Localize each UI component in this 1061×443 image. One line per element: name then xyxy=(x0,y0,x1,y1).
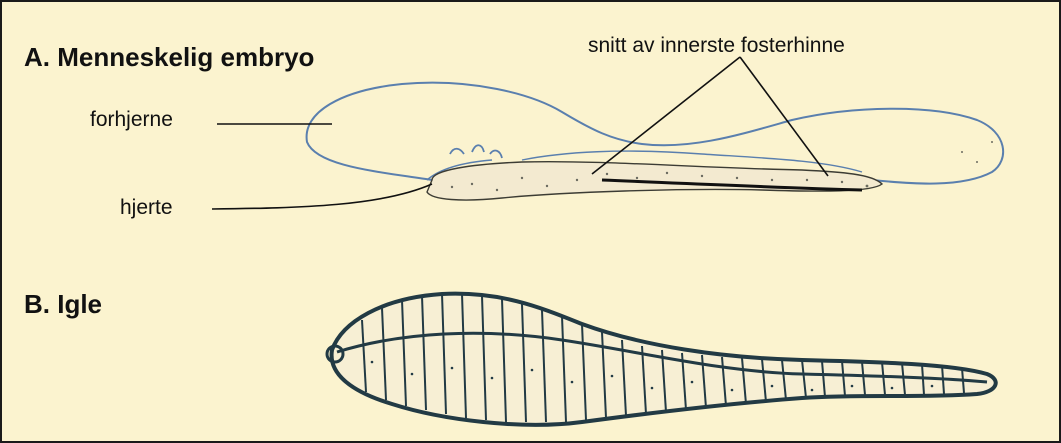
leech-illustration xyxy=(327,294,996,425)
amnion-leader-left xyxy=(592,57,740,174)
leech-body xyxy=(332,294,996,425)
embryo-small-structure xyxy=(450,145,502,158)
amnion-leader-right xyxy=(740,57,828,176)
forebrain-label: forhjerne xyxy=(90,108,173,132)
embryo-body-band xyxy=(427,141,993,200)
panel-a-title: A. Menneskelig embryo xyxy=(24,42,314,73)
amnion-label: snitt av innerste fosterhinne xyxy=(588,34,845,58)
heart-label: hjerte xyxy=(120,196,173,220)
heart-leader xyxy=(212,184,432,209)
panel-b-title: B. Igle xyxy=(24,289,102,320)
